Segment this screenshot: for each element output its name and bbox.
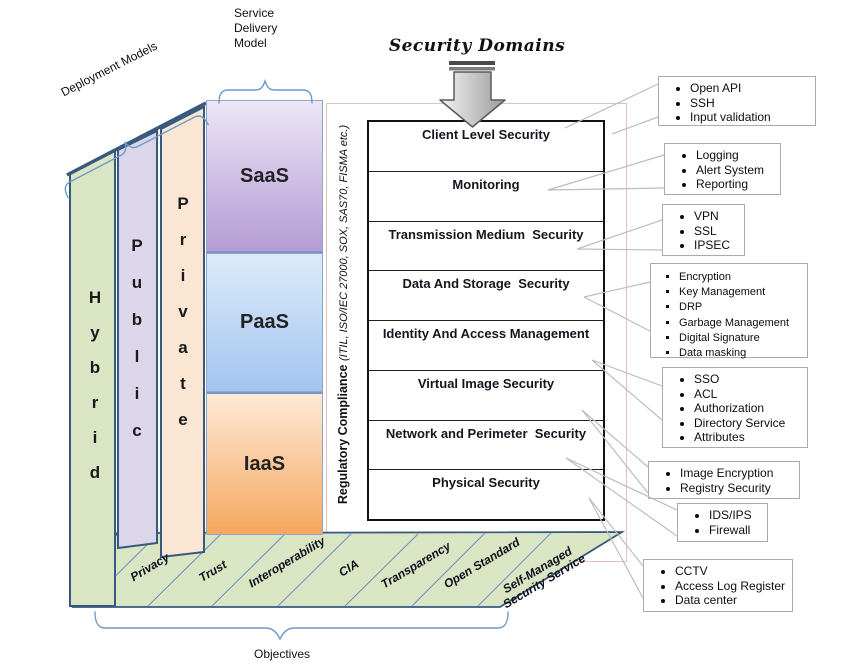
- letter: c: [132, 421, 142, 440]
- security-domain-label: Physical Security: [432, 475, 540, 491]
- service-layer-iaas: IaaS: [206, 392, 323, 535]
- security-domain-label: Transmission Medium Security: [388, 226, 584, 242]
- security-domain-label: Monitoring: [452, 176, 520, 192]
- callout-item: Key Management: [679, 285, 801, 300]
- callout-item: Firewall: [709, 523, 761, 538]
- callout-item: SSL: [694, 224, 738, 239]
- security-domain-label: Client Level Security: [422, 127, 550, 142]
- callout-item: Reporting: [696, 177, 774, 192]
- callout-box-identity-access: SSO ACL Authorization Directory Service …: [662, 367, 808, 448]
- security-domain-label: Network and Perimeter Security: [385, 425, 587, 441]
- letter: v: [178, 302, 188, 321]
- callout-item: Image Encryption: [680, 466, 793, 481]
- callout-item: Garbage Management: [679, 316, 801, 331]
- letter: P: [131, 236, 143, 255]
- letter: i: [180, 266, 186, 285]
- service-delivery-model-line: Model: [234, 36, 267, 50]
- callout-item: SSO: [694, 372, 801, 387]
- letter: b: [131, 310, 143, 329]
- security-domain-row: Network and Perimeter Security: [369, 419, 603, 470]
- service-layer-saas: SaaS: [206, 100, 323, 253]
- service-layer-paas: PaaS: [206, 253, 323, 392]
- regulatory-compliance-title: Regulatory Compliance: [336, 361, 350, 505]
- callout-item: Digital Signature: [679, 331, 801, 346]
- callout-item: SSH: [690, 96, 809, 111]
- security-domain-label: Virtual Image Security: [417, 375, 555, 391]
- service-delivery-model-label: Service Delivery Model: [234, 6, 324, 51]
- security-domain-row: Monitoring: [369, 170, 603, 221]
- callout-item: Directory Service: [694, 416, 801, 431]
- callout-item: ACL: [694, 387, 801, 402]
- deployment-column-public-label: P u b l i c: [119, 227, 155, 449]
- callout-item: VPN: [694, 209, 738, 224]
- security-domain-row: Client Level Security: [369, 122, 603, 171]
- callout-item: Authorization: [694, 401, 801, 416]
- service-layer-label: IaaS: [243, 452, 286, 475]
- deployment-models-label: Deployment Models: [58, 38, 160, 100]
- deployment-column-private-label: P r i v a t e: [165, 186, 201, 438]
- letter: u: [131, 273, 143, 292]
- letter: i: [92, 428, 98, 447]
- letter: r: [91, 393, 99, 412]
- callout-item: Data masking: [679, 346, 801, 361]
- callout-box-physical-security: CCTV Access Log Register Data center: [643, 559, 793, 612]
- callout-box-virtual-image: Image Encryption Registry Security: [648, 461, 800, 499]
- letter: d: [89, 463, 101, 482]
- security-domain-row: Data And Storage Security: [369, 270, 603, 320]
- letter: P: [177, 194, 189, 213]
- callout-item: Logging: [696, 148, 774, 163]
- letter: b: [89, 358, 101, 377]
- security-domains-title: Security Domains: [388, 36, 566, 56]
- service-delivery-model-line: Service: [234, 6, 275, 20]
- letter: t: [180, 374, 186, 393]
- callout-item: Open API: [690, 81, 809, 96]
- callout-item: Data center: [675, 593, 786, 608]
- service-layer-label: SaaS: [240, 164, 289, 187]
- callout-box-data-and-storage: Encryption Key Management DRP Garbage Ma…: [650, 263, 808, 361]
- callout-item: IDS/IPS: [709, 508, 761, 523]
- letter: a: [178, 338, 188, 357]
- letter: l: [134, 347, 140, 366]
- callout-box-client-level-security: Open API SSH Input validation: [658, 76, 816, 126]
- service-delivery-model-line: Delivery: [234, 21, 278, 35]
- security-domain-row: Virtual Image Security: [369, 369, 603, 420]
- security-domain-label: Data And Storage Security: [402, 276, 570, 292]
- callout-box-transmission-medium: VPN SSL IPSEC: [662, 204, 745, 256]
- security-domain-row: Physical Security: [369, 469, 603, 519]
- security-domain-label: Identity And Access Management: [382, 326, 590, 341]
- deployment-column-hybrid-label: H y b r i d: [77, 280, 113, 490]
- callout-box-network-perimeter: IDS/IPS Firewall: [677, 503, 768, 542]
- callout-item: IPSEC: [694, 238, 738, 253]
- security-domain-row: Transmission Medium Security: [369, 220, 603, 271]
- letter: e: [178, 410, 188, 429]
- callout-item: Alert System: [696, 163, 774, 178]
- callout-item: Attributes: [694, 430, 801, 445]
- letter: r: [179, 230, 187, 249]
- security-domain-row: Identity And Access Management: [369, 320, 603, 370]
- regulatory-compliance-standards: (ITIL, ISO/IEC 27000, SOX, SAS70, FISMA …: [338, 124, 350, 362]
- callout-item: Encryption: [679, 270, 801, 285]
- regulatory-compliance-label: Regulatory Compliance (ITIL, ISO/IEC 270…: [330, 104, 355, 525]
- letter: H: [88, 288, 102, 307]
- callout-item: Input validation: [690, 110, 809, 125]
- callout-item: CCTV: [675, 564, 786, 579]
- security-domains-stack: Client Level Security Monitoring Transmi…: [367, 120, 605, 521]
- callout-box-monitoring: Logging Alert System Reporting: [664, 143, 781, 195]
- callout-item: DRP: [679, 300, 801, 315]
- objectives-label: Objectives: [253, 647, 311, 661]
- letter: y: [90, 323, 100, 342]
- service-layer-label: PaaS: [240, 311, 289, 333]
- letter: i: [134, 384, 140, 403]
- callout-item: Registry Security: [680, 481, 793, 496]
- callout-item: Access Log Register: [675, 579, 786, 594]
